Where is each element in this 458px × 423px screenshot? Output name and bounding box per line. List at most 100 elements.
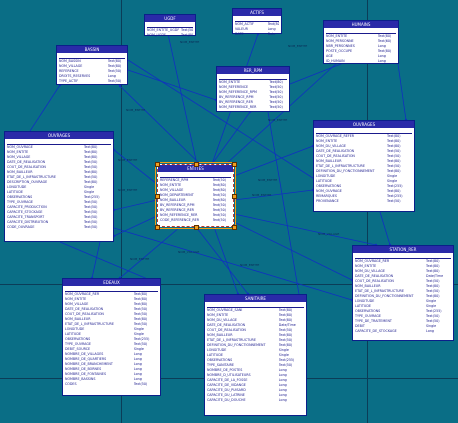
relationship-line[interactable] [267,111,301,301]
relationship-line[interactable] [113,199,158,211]
relationship-line[interactable] [233,145,314,177]
relationship-line[interactable] [289,61,347,85]
relationship-line[interactable] [397,63,407,121]
resize-handle[interactable] [194,162,199,167]
table-actifs[interactable]: ACTIFS NOM_ACTIFText(80)VALEURLongDATEDa… [232,8,282,37]
resize-handle[interactable] [194,225,199,230]
relationship-line[interactable] [233,189,314,201]
relationship-line[interactable] [127,59,317,181]
relationship-line[interactable] [59,241,151,281]
resize-handle[interactable] [155,162,160,167]
relationship-line[interactable] [113,215,158,237]
relationship-line[interactable] [233,213,377,246]
relationship-line[interactable] [167,33,197,161]
resize-handle[interactable] [155,225,160,230]
relationship-line[interactable] [379,211,391,246]
resize-handle[interactable] [155,194,160,199]
relationship-line[interactable] [29,84,61,132]
